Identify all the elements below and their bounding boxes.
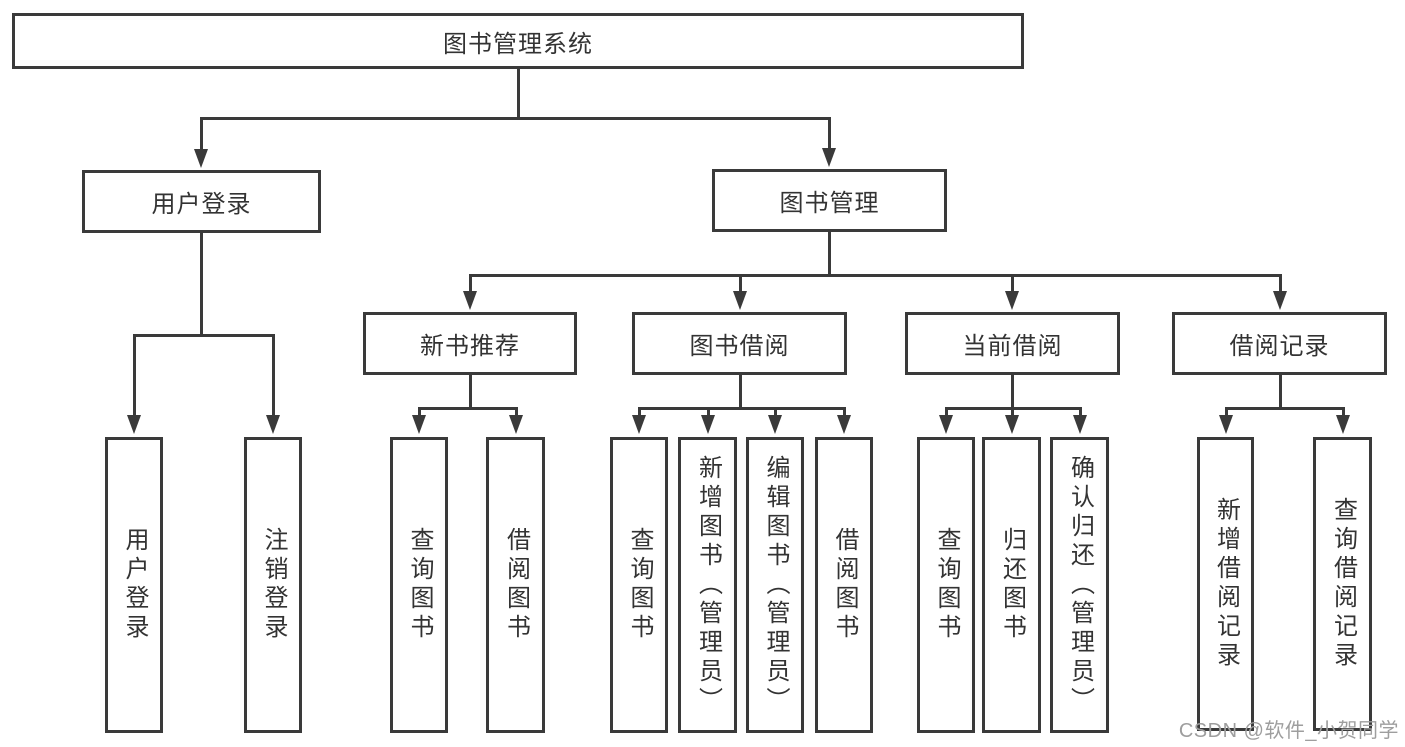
edge-line-vertical bbox=[1278, 375, 1282, 408]
edge-line-vertical bbox=[271, 335, 275, 415]
node-user-login-op: 用户登录 bbox=[105, 437, 163, 733]
arrow-down-icon bbox=[266, 415, 280, 434]
node-root: 图书管理系统 bbox=[12, 13, 1024, 69]
csdn-watermark: CSDN @软件_小贺同学 bbox=[1178, 720, 1399, 742]
node-borrow-records: 借阅记录 bbox=[1172, 312, 1387, 375]
node-book-mgmt: 图书管理 bbox=[712, 169, 947, 232]
node-new-book-rec: 新书推荐 bbox=[363, 312, 577, 375]
arrow-down-icon bbox=[822, 148, 836, 167]
arrow-down-icon bbox=[701, 415, 715, 434]
arrow-down-icon bbox=[412, 415, 426, 434]
node-add-books-admin: 新增图书（管理员） bbox=[678, 437, 737, 733]
node-user-login: 用户登录 bbox=[82, 170, 321, 233]
arrow-down-icon bbox=[194, 149, 208, 168]
edge-line-vertical bbox=[1278, 275, 1282, 291]
arrow-down-icon bbox=[768, 415, 782, 434]
arrow-down-icon bbox=[837, 415, 851, 434]
edge-line-horizontal bbox=[1224, 406, 1345, 410]
edge-line-horizontal bbox=[468, 273, 1282, 277]
arrow-down-icon bbox=[939, 415, 953, 434]
edge-line-vertical bbox=[1010, 375, 1014, 408]
node-add-borrow-record: 新增借阅记录 bbox=[1197, 437, 1254, 731]
arrow-down-icon bbox=[463, 291, 477, 310]
node-query-books-1: 查询图书 bbox=[390, 437, 448, 733]
edge-line-vertical bbox=[199, 233, 203, 335]
edge-line-vertical bbox=[637, 408, 641, 415]
edge-line-vertical bbox=[827, 118, 831, 148]
edge-line-horizontal bbox=[417, 406, 518, 410]
edge-line-horizontal bbox=[637, 406, 846, 410]
edge-line-vertical bbox=[468, 375, 472, 408]
node-query-borrow-record: 查询借阅记录 bbox=[1313, 437, 1372, 731]
edge-line-vertical bbox=[773, 408, 777, 415]
edge-line-vertical bbox=[706, 408, 710, 415]
arrow-down-icon bbox=[1336, 415, 1350, 434]
edge-line-vertical bbox=[827, 232, 831, 275]
arrow-down-icon bbox=[127, 415, 141, 434]
node-borrow-books-1: 借阅图书 bbox=[486, 437, 545, 733]
node-book-borrow: 图书借阅 bbox=[632, 312, 847, 375]
edge-line-horizontal bbox=[132, 333, 275, 337]
arrow-down-icon bbox=[1273, 291, 1287, 310]
edge-line-vertical bbox=[738, 375, 742, 408]
node-edit-books-admin: 编辑图书（管理员） bbox=[746, 437, 804, 733]
edge-line-vertical bbox=[1341, 408, 1345, 415]
edge-line-vertical bbox=[468, 275, 472, 291]
arrow-down-icon bbox=[509, 415, 523, 434]
arrow-down-icon bbox=[733, 291, 747, 310]
edge-line-vertical bbox=[944, 408, 948, 415]
node-return-books: 归还图书 bbox=[982, 437, 1041, 733]
edge-line-vertical bbox=[738, 275, 742, 291]
edge-line-vertical bbox=[199, 118, 203, 149]
node-current-borrow: 当前借阅 bbox=[905, 312, 1120, 375]
edge-line-vertical bbox=[514, 408, 518, 415]
edge-line-vertical bbox=[1010, 408, 1014, 415]
edge-line-vertical bbox=[516, 69, 520, 118]
edge-line-vertical bbox=[1010, 275, 1014, 291]
edge-line-vertical bbox=[417, 408, 421, 415]
edge-line-vertical bbox=[1224, 408, 1228, 415]
node-query-books-3: 查询图书 bbox=[917, 437, 975, 733]
node-query-books-2: 查询图书 bbox=[610, 437, 668, 733]
node-confirm-return-admin: 确认归还（管理员） bbox=[1050, 437, 1109, 733]
arrow-down-icon bbox=[1005, 415, 1019, 434]
arrow-down-icon bbox=[1219, 415, 1233, 434]
edge-line-vertical bbox=[1078, 408, 1082, 415]
node-logout-op: 注销登录 bbox=[244, 437, 302, 733]
edge-line-horizontal bbox=[199, 116, 831, 120]
arrow-down-icon bbox=[1005, 291, 1019, 310]
arrow-down-icon bbox=[632, 415, 646, 434]
arrow-down-icon bbox=[1073, 415, 1087, 434]
node-borrow-books-2: 借阅图书 bbox=[815, 437, 873, 733]
edge-line-vertical bbox=[842, 408, 846, 415]
edge-line-vertical bbox=[132, 335, 136, 415]
